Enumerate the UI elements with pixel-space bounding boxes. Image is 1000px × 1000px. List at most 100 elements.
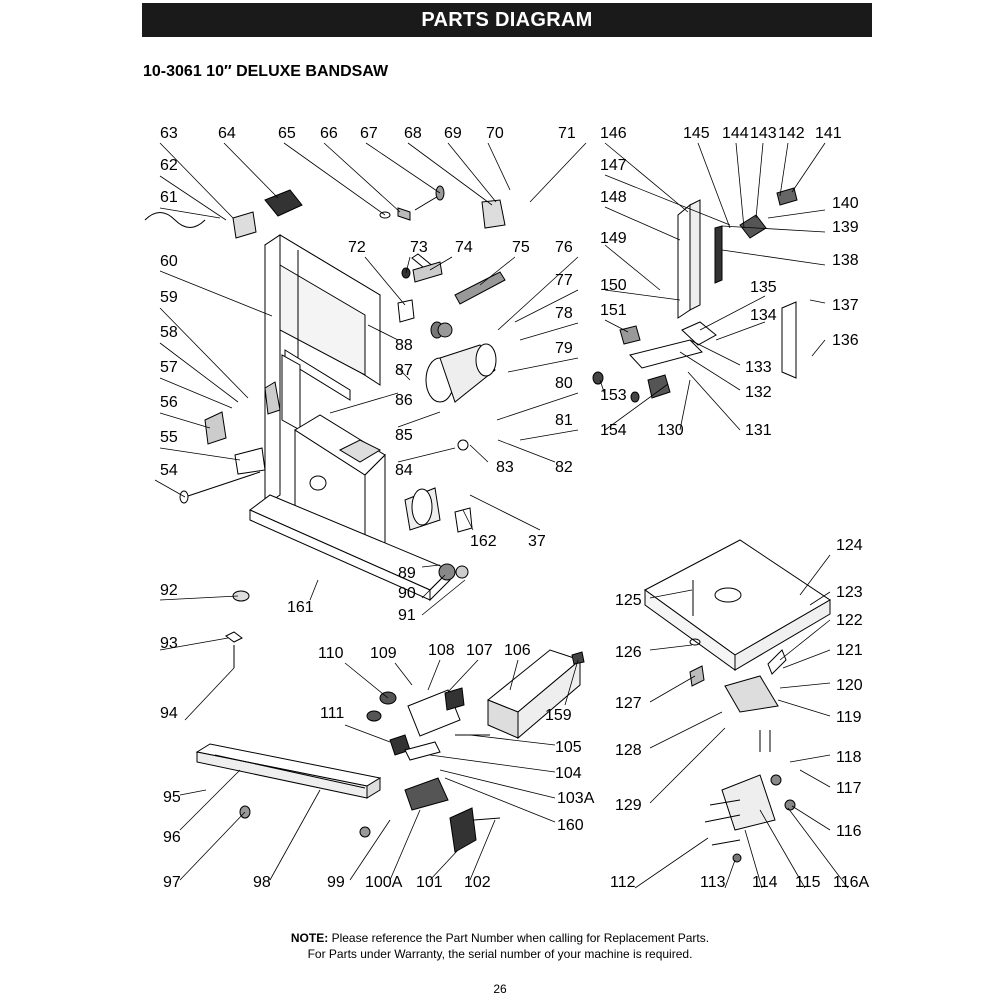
- callout-132: 132: [745, 384, 772, 401]
- callout-98: 98: [253, 874, 271, 891]
- page-title-banner: PARTS DIAGRAM: [142, 3, 872, 37]
- callout-55: 55: [160, 429, 178, 446]
- callout-122: 122: [836, 612, 863, 629]
- fence-drawing: [195, 649, 585, 853]
- callout-92: 92: [160, 582, 178, 599]
- callout-148: 148: [600, 189, 627, 206]
- model-subtitle: 10-3061 10″ DELUXE BANDSAW: [143, 63, 389, 80]
- callout-128: 128: [615, 742, 642, 759]
- callout-115: 115: [795, 874, 821, 891]
- callout-107: 107: [466, 642, 493, 659]
- callout-74: 74: [455, 239, 473, 256]
- callout-73: 73: [410, 239, 428, 256]
- leader-lines: [154, 142, 849, 889]
- motor-drawing: [179, 253, 506, 668]
- callout-109: 109: [370, 645, 397, 662]
- page-title: PARTS DIAGRAM: [421, 8, 593, 31]
- callout-103A: 103A: [557, 790, 595, 807]
- callout-147: 147: [600, 157, 627, 174]
- callout-labels: 63 64 65 66 67 68 69 70 71 62 61 60 59 5…: [160, 125, 870, 891]
- callout-114: 114: [752, 874, 778, 891]
- callout-58: 58: [160, 324, 178, 341]
- bandsaw-frame-drawing: [249, 234, 473, 602]
- callout-149: 149: [600, 230, 627, 247]
- callout-127: 127: [615, 695, 642, 712]
- footer-note: NOTE: Please reference the Part Number w…: [0, 930, 1000, 962]
- callout-161: 161: [287, 599, 314, 616]
- callout-134: 134: [750, 307, 777, 324]
- callout-153: 153: [600, 387, 627, 404]
- callout-104: 104: [555, 765, 582, 782]
- table-drawing: [644, 539, 831, 863]
- callout-62: 62: [160, 157, 178, 174]
- callout-138: 138: [832, 252, 859, 269]
- callout-154: 154: [600, 422, 627, 439]
- callout-102: 102: [464, 874, 491, 891]
- callout-82: 82: [555, 459, 573, 476]
- callout-72: 72: [348, 239, 366, 256]
- callout-101: 101: [416, 874, 443, 891]
- callout-140: 140: [832, 195, 859, 212]
- callout-95: 95: [163, 789, 181, 806]
- callout-77: 77: [555, 272, 573, 289]
- callout-108: 108: [428, 642, 455, 659]
- note-line-2: For Parts under Warranty, the serial num…: [307, 947, 693, 961]
- callout-100A: 100A: [365, 874, 403, 891]
- callout-90: 90: [398, 585, 416, 602]
- callout-118: 118: [836, 749, 862, 766]
- callout-37: 37: [528, 533, 546, 550]
- callout-81: 81: [555, 412, 573, 429]
- callout-93: 93: [160, 635, 178, 652]
- callout-119: 119: [836, 709, 862, 726]
- callout-80: 80: [555, 375, 573, 392]
- note-line-1: Please reference the Part Number when ca…: [331, 931, 710, 945]
- callout-146: 146: [600, 125, 627, 142]
- callout-76: 76: [555, 239, 573, 256]
- callout-86: 86: [395, 392, 413, 409]
- callout-79: 79: [555, 340, 573, 357]
- page-number: 26: [493, 982, 507, 996]
- callout-125: 125: [615, 592, 642, 609]
- callout-75: 75: [512, 239, 530, 256]
- callout-69: 69: [444, 125, 462, 142]
- callout-64: 64: [218, 125, 236, 142]
- upper-parts-drawing: [144, 185, 506, 323]
- callout-96: 96: [163, 829, 181, 846]
- callout-84: 84: [395, 462, 413, 479]
- callout-97: 97: [163, 874, 181, 891]
- callout-94: 94: [160, 705, 178, 722]
- callout-129: 129: [615, 797, 642, 814]
- callout-143: 143: [750, 125, 777, 142]
- callout-139: 139: [832, 219, 859, 236]
- upper-guide-drawing: [592, 187, 798, 403]
- callout-113: 113: [700, 874, 726, 891]
- callout-61: 61: [160, 189, 178, 206]
- callout-124: 124: [836, 537, 863, 554]
- callout-68: 68: [404, 125, 422, 142]
- callout-89: 89: [398, 565, 416, 582]
- callout-144: 144: [722, 125, 749, 142]
- callout-117: 117: [836, 780, 862, 797]
- callout-126: 126: [615, 644, 642, 661]
- callout-142: 142: [778, 125, 805, 142]
- callout-120: 120: [836, 677, 863, 694]
- callout-150: 150: [600, 277, 627, 294]
- callout-116A: 116A: [833, 874, 870, 891]
- callout-60: 60: [160, 253, 178, 270]
- callout-67: 67: [360, 125, 378, 142]
- callout-88: 88: [395, 337, 413, 354]
- callout-65: 65: [278, 125, 296, 142]
- callout-71: 71: [558, 125, 576, 142]
- callout-91: 91: [398, 607, 416, 624]
- callout-70: 70: [486, 125, 504, 142]
- callout-87: 87: [395, 362, 413, 379]
- callout-56: 56: [160, 394, 178, 411]
- callout-111: 111: [320, 705, 344, 722]
- callout-63: 63: [160, 125, 178, 142]
- callout-99: 99: [327, 874, 345, 891]
- callout-110: 110: [318, 645, 344, 662]
- callout-151: 151: [600, 302, 627, 319]
- callout-145: 145: [683, 125, 710, 142]
- note-label: NOTE:: [290, 931, 329, 945]
- callout-106: 106: [504, 642, 531, 659]
